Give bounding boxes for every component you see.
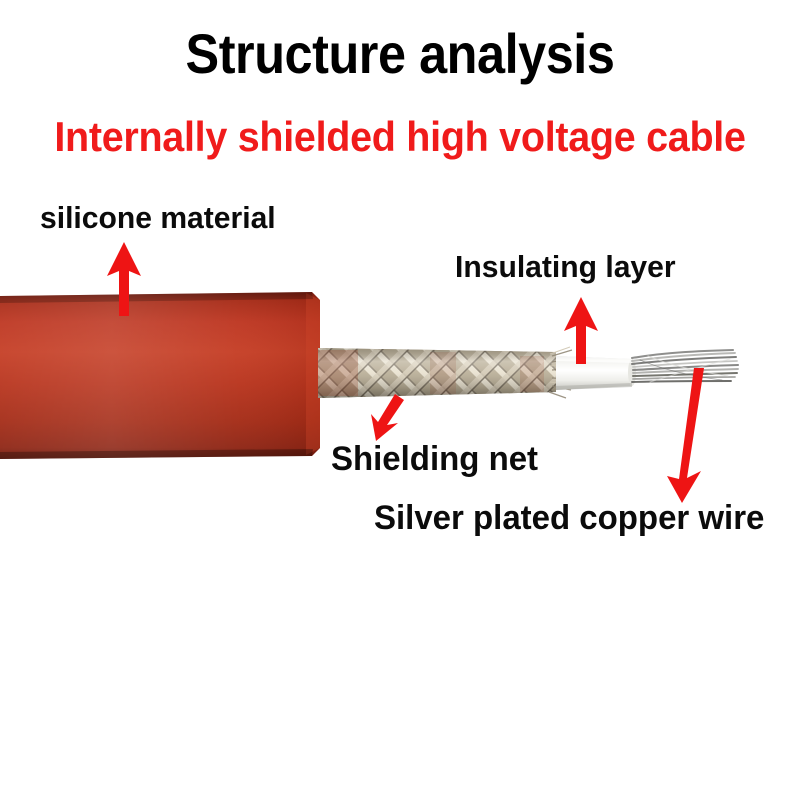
braided-shield-graphic — [318, 346, 577, 399]
silicone-jacket-graphic — [0, 292, 320, 459]
stranded-conductor-graphic — [630, 348, 740, 383]
label-insulating-layer: Insulating layer — [455, 249, 676, 284]
shielding-net-arrow-icon — [371, 394, 404, 441]
label-silver-plated-copper-wire: Silver plated copper wire — [374, 499, 765, 537]
page-title: Structure analysis — [185, 22, 615, 85]
label-silicone-material: silicone material — [40, 200, 276, 235]
silver-wire-arrow-icon — [667, 368, 704, 503]
insulating-layer-arrow-icon — [564, 297, 598, 364]
page-subtitle: Internally shielded high voltage cable — [54, 113, 746, 160]
label-shielding-net: Shielding net — [331, 440, 539, 478]
silicone-arrow-icon — [107, 242, 141, 316]
